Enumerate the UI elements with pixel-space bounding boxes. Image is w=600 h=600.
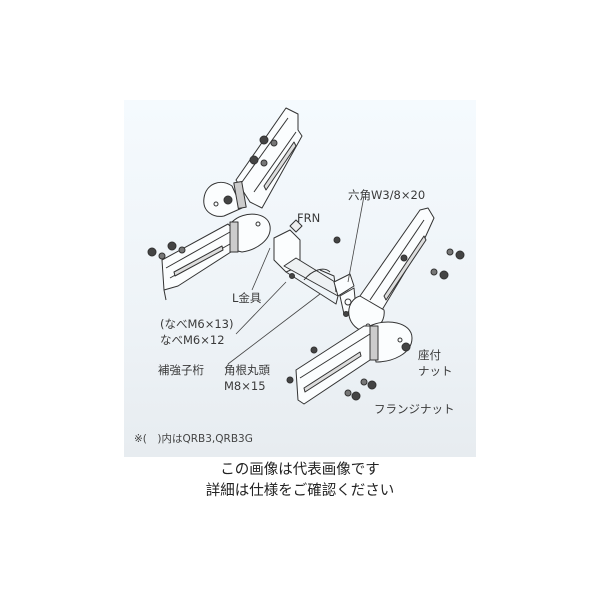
diagram-panel: 六角W3/8×20 FRN L金具 (なべM6×13) なべM6×12 補強子桁… [124, 100, 476, 457]
fasteners [147, 135, 465, 401]
tray-lower-right [295, 321, 413, 405]
label-seat-nut-2: ナット [418, 364, 453, 378]
label-carriage-bolt-1: 角根丸頭 [224, 363, 270, 377]
label-flange-nut: フランジナット [374, 402, 455, 416]
tray-right [348, 207, 435, 332]
label-reinforcement-beam: 補強子桁 [158, 363, 204, 377]
center-bracket [273, 219, 357, 315]
tray-left [161, 213, 271, 301]
tray-upper-left [203, 107, 303, 217]
caption-line-1: この画像は代表画像です [220, 462, 380, 478]
exploded-assembly-drawing [147, 107, 465, 405]
label-pan-screw-alt: (なべM6×13) [160, 317, 234, 331]
caption-line-2: 詳細は仕様をご確認ください [205, 483, 395, 499]
label-frn: FRN [297, 211, 321, 225]
footnote: ※( )内はQRB3,QRB3G [134, 433, 253, 445]
label-carriage-bolt-2: M8×15 [224, 379, 266, 393]
label-pan-screw: なべM6×12 [160, 333, 225, 347]
leader-lines [227, 195, 365, 365]
label-seat-nut-1: 座付 [418, 348, 441, 362]
label-l-bracket: L金具 [232, 291, 262, 305]
label-hex-bolt: 六角W3/8×20 [348, 188, 426, 202]
